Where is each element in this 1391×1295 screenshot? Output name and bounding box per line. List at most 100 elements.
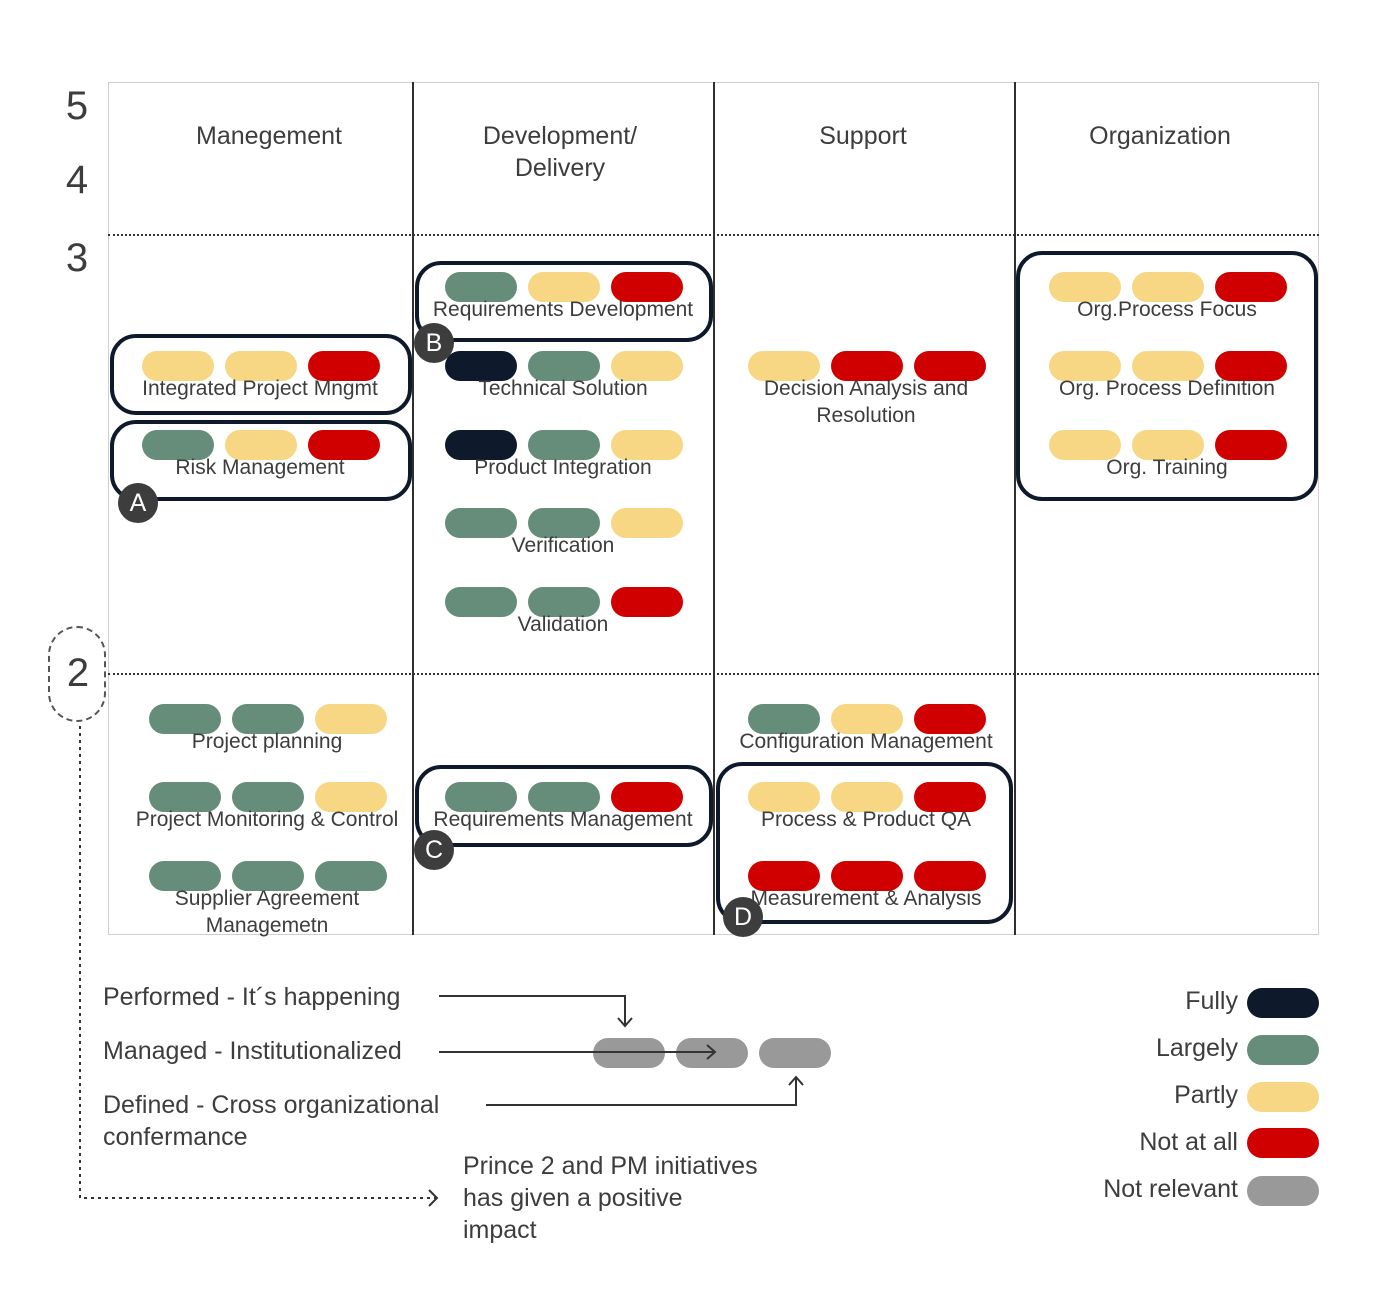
process-configuration-management: Configuration Management	[716, 704, 1016, 774]
process-label: Configuration Management	[739, 730, 993, 753]
rating-pill-largely	[528, 351, 600, 381]
rating-pill-largely	[528, 430, 600, 460]
rating-pill-partly	[1132, 430, 1204, 460]
rating-pill-largely	[445, 782, 517, 812]
badge-b: B	[414, 323, 454, 363]
process-label: Validation	[517, 613, 609, 636]
rating-pill-partly	[1049, 272, 1121, 302]
performed-label: Performed - It´s happening	[103, 983, 401, 1011]
process-org-training: Org. Training	[1017, 430, 1317, 500]
rating-pill-partly	[315, 704, 387, 734]
rating-pill-partly	[1049, 351, 1121, 381]
legend-pill-partly	[1247, 1082, 1319, 1112]
column-divider	[713, 82, 715, 935]
process-label: Measurement & Analysis	[750, 887, 982, 910]
process-verification: Verification	[413, 508, 713, 578]
example-pill-defined	[759, 1038, 831, 1068]
rating-pill-partly	[315, 782, 387, 812]
rating-pill-partly	[528, 272, 600, 302]
rating-pill-not-at-all	[308, 430, 380, 460]
rating-pill-partly	[831, 782, 903, 812]
level-2-highlight	[48, 626, 106, 722]
rating-pill-largely	[445, 272, 517, 302]
process-validation: Validation	[413, 587, 713, 657]
process-label: Project planning	[191, 730, 343, 753]
highlight-frame-organization	[1016, 251, 1318, 501]
process-label: Org. Process Definition	[1059, 377, 1275, 400]
legend-pill-fully	[1247, 988, 1319, 1018]
rating-pill-not-at-all	[831, 861, 903, 891]
rating-pill-not-at-all	[914, 861, 986, 891]
legend-label-not-relevant: Not relevant	[1103, 1175, 1238, 1203]
rating-pill-partly	[225, 430, 297, 460]
column-header-organization: Organization	[1089, 122, 1231, 150]
process-label: Decision Analysis and Resolution	[763, 377, 969, 427]
process-project-planning: Project planning	[117, 704, 417, 774]
rating-pill-largely	[528, 782, 600, 812]
column-divider	[1014, 82, 1016, 935]
rating-pill-partly	[225, 351, 297, 381]
process-label: Risk Management	[175, 456, 345, 479]
rating-pill-largely	[445, 508, 517, 538]
rating-pill-not-at-all	[914, 704, 986, 734]
rating-pill-not-at-all	[308, 351, 380, 381]
rating-pill-not-at-all	[611, 782, 683, 812]
legend-label-fully: Fully	[1185, 987, 1238, 1015]
rating-pill-largely	[315, 861, 387, 891]
process-label: Project Monitoring & Control	[135, 808, 399, 831]
highlight-frame-support-qa-measurement	[716, 762, 1013, 924]
rating-pill-largely	[149, 782, 221, 812]
level-2-divider	[108, 673, 1319, 675]
process-label: Requirements Management	[433, 808, 693, 831]
process-process-product-qa: Process & Product QA	[716, 782, 1016, 852]
rating-pill-largely	[748, 704, 820, 734]
highlight-frame-requirements-management	[415, 765, 713, 847]
rating-pill-largely	[232, 704, 304, 734]
process-technical-solution: Technical Solution	[413, 351, 713, 421]
highlight-frame-integrated-project	[110, 334, 412, 415]
legend-pill-largely	[1247, 1035, 1319, 1065]
process-supplier-agreement: Supplier Agreement Managemetn	[117, 861, 417, 937]
level-5-label: 5	[65, 84, 89, 128]
rating-pill-largely	[445, 587, 517, 617]
defined-label: Defined - Cross organizational conferman…	[103, 1091, 440, 1151]
rating-pill-not-at-all	[1215, 272, 1287, 302]
highlight-frame-risk-management	[110, 420, 412, 501]
rating-pill-not-at-all	[611, 587, 683, 617]
rating-pill-partly	[1132, 351, 1204, 381]
rating-pill-largely	[232, 861, 304, 891]
rating-pill-not-at-all	[611, 272, 683, 302]
legend-label-not-at-all: Not at all	[1139, 1128, 1238, 1156]
rating-pill-partly	[611, 508, 683, 538]
rating-pill-partly	[142, 351, 214, 381]
rating-pill-largely	[149, 704, 221, 734]
process-decision-analysis: Decision Analysis and Resolution	[716, 351, 1016, 427]
legend-pill-not-relevant	[1247, 1176, 1319, 1206]
process-requirements-management: Requirements Management	[413, 782, 713, 852]
rating-pill-largely	[149, 861, 221, 891]
process-label: Technical Solution	[478, 377, 648, 400]
process-label: Verification	[511, 534, 615, 557]
rating-pill-not-at-all	[748, 861, 820, 891]
rating-pill-not-at-all	[1215, 430, 1287, 460]
process-label: Integrated Project Mngmt	[142, 377, 378, 400]
column-divider	[412, 82, 414, 935]
legend-pill-not-at-all	[1247, 1128, 1319, 1158]
process-requirements-development: Requirements Development	[413, 272, 713, 342]
process-label: Process & Product QA	[760, 808, 972, 831]
rating-pill-not-at-all	[914, 351, 986, 381]
process-risk-management: Risk Management	[110, 430, 410, 500]
process-label: Org.Process Focus	[1077, 298, 1257, 321]
highlight-frame-requirements-development	[415, 261, 713, 342]
column-header-development-delivery: Development/ Delivery	[482, 122, 638, 182]
process-product-integration: Product Integration	[413, 430, 713, 500]
level-3-divider	[108, 234, 1319, 236]
rating-pill-partly	[611, 430, 683, 460]
badge-c: C	[414, 830, 454, 870]
rating-pill-not-at-all	[831, 351, 903, 381]
rating-pill-partly	[1132, 272, 1204, 302]
level-4-label: 4	[65, 158, 89, 202]
badge-a: A	[118, 483, 158, 523]
rating-pill-partly	[831, 704, 903, 734]
